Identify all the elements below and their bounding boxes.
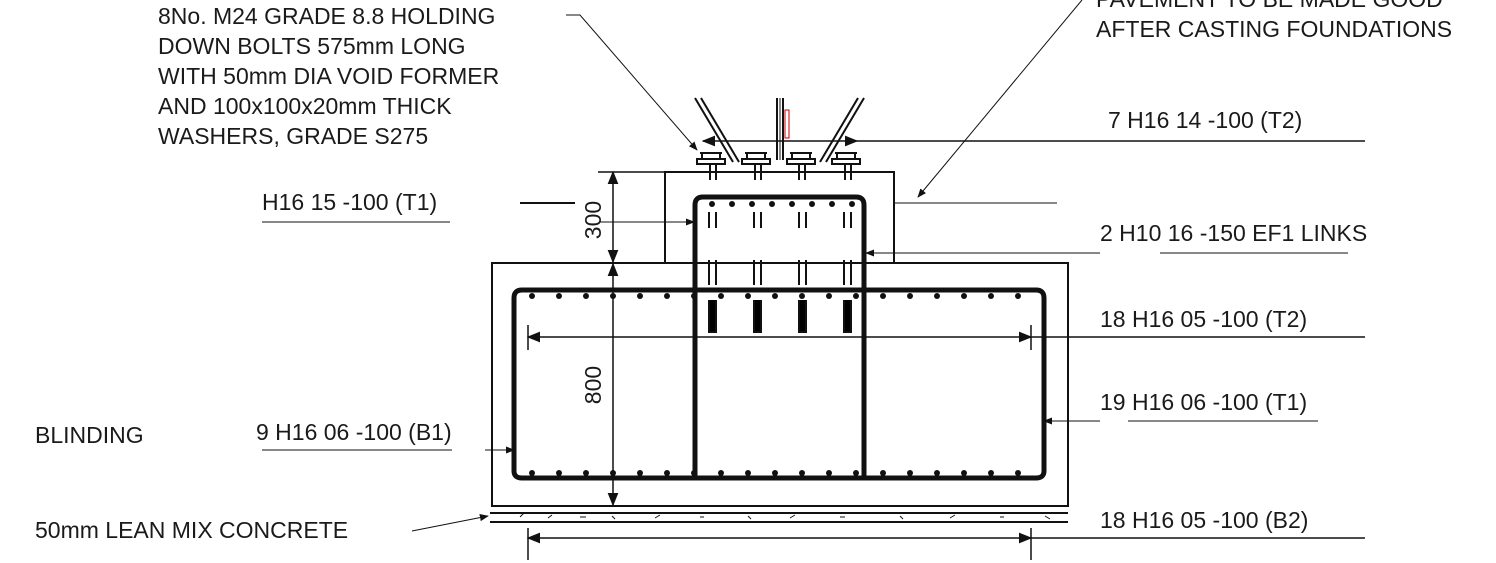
rebar-dot (809, 201, 815, 207)
rebar-dot (829, 201, 835, 207)
bolts-note-line-5: WASHERS, GRADE S275 (158, 123, 428, 149)
rebar-dot (988, 293, 994, 299)
leader-lines (262, 0, 1348, 532)
rebar-dot (880, 293, 886, 299)
bolts-note-line-2: DOWN BOLTS 575mm LONG (158, 33, 466, 59)
label-bar-b1: 9 H16 06 -100 (B1) (256, 419, 452, 445)
rebar-dot (709, 201, 715, 207)
rebar-dot (1015, 470, 1021, 476)
steel-column-stub (694, 97, 865, 163)
rebar-dot (826, 470, 832, 476)
rebar-dot (691, 470, 697, 476)
rebar-dot (691, 293, 697, 299)
rebar-dot (961, 293, 967, 299)
rebar-dot (664, 293, 670, 299)
rebar-dot (961, 470, 967, 476)
rebar-dot (637, 470, 643, 476)
bolt-washers-nuts (696, 152, 861, 165)
rebar-dot (556, 470, 562, 476)
rebar-dot (799, 470, 805, 476)
rebar-dot (772, 293, 778, 299)
label-links: 2 H10 16 -150 EF1 LINKS (1100, 220, 1367, 246)
rebar-dot (934, 293, 940, 299)
base-rebar-cage (511, 287, 1047, 481)
lean-mix-hatch (519, 512, 1051, 520)
rebar-dot (907, 293, 913, 299)
rebar-dot (718, 293, 724, 299)
rebar-dot (529, 470, 535, 476)
base-height-dim: 800 (580, 366, 606, 404)
rebar-dot (988, 470, 994, 476)
label-bar-t1-plinth: H16 15 -100 (T1) (262, 189, 437, 215)
rebar-dot (772, 470, 778, 476)
plinth-link-bar (692, 194, 867, 478)
base-outline (491, 262, 1069, 507)
label-bar-b2: 18 H16 05 -100 (B2) (1100, 507, 1308, 533)
rebar-dot (853, 470, 859, 476)
label-blinding: BLINDING (35, 422, 144, 448)
rebar-dot (664, 470, 670, 476)
rebar-dot (769, 201, 775, 207)
bolts-note-line-1: 8No. M24 GRADE 8.8 HOLDING (158, 3, 495, 29)
holding-down-bolts (708, 158, 852, 333)
label-bar-t1-base: 19 H16 06 -100 (T1) (1100, 389, 1307, 415)
rebar-dot (745, 470, 751, 476)
rebar-dot (556, 293, 562, 299)
rebar-dot (729, 201, 735, 207)
rebar-dot (880, 470, 886, 476)
pavement-note-line-2: AFTER CASTING FOUNDATIONS (1096, 16, 1452, 42)
rebar-dot (1015, 293, 1021, 299)
rebar-dot (907, 470, 913, 476)
label-lean-mix: 50mm LEAN MIX CONCRETE (35, 517, 348, 543)
rebar-dots (529, 201, 1021, 476)
bolts-note-line-3: WITH 50mm DIA VOID FORMER (158, 63, 499, 89)
rebar-dot (583, 293, 589, 299)
pavement-note-line-1: PAVEMENT TO BE MADE GOOD (1096, 0, 1443, 12)
label-bar-t2-top: 7 H16 14 -100 (T2) (1108, 107, 1302, 133)
rebar-dot (745, 293, 751, 299)
red-marker (784, 109, 790, 139)
rebar-dot (789, 201, 795, 207)
rebar-dot (826, 293, 832, 299)
rebar-dot (718, 470, 724, 476)
rebar-dot (849, 201, 855, 207)
plinth-outline (664, 171, 895, 263)
rebar-dot (853, 293, 859, 299)
rebar-dot (934, 470, 940, 476)
plinth-height-dim: 300 (580, 201, 606, 239)
rebar-dot (799, 293, 805, 299)
label-bar-t2-base: 18 H16 05 -100 (T2) (1100, 306, 1307, 332)
dimension-lines (526, 135, 1365, 560)
rebar-dot (637, 293, 643, 299)
rebar-dot (529, 293, 535, 299)
bolts-note-line-4: AND 100x100x20mm THICK (158, 93, 452, 119)
rebar-dot (749, 201, 755, 207)
rebar-dot (583, 470, 589, 476)
